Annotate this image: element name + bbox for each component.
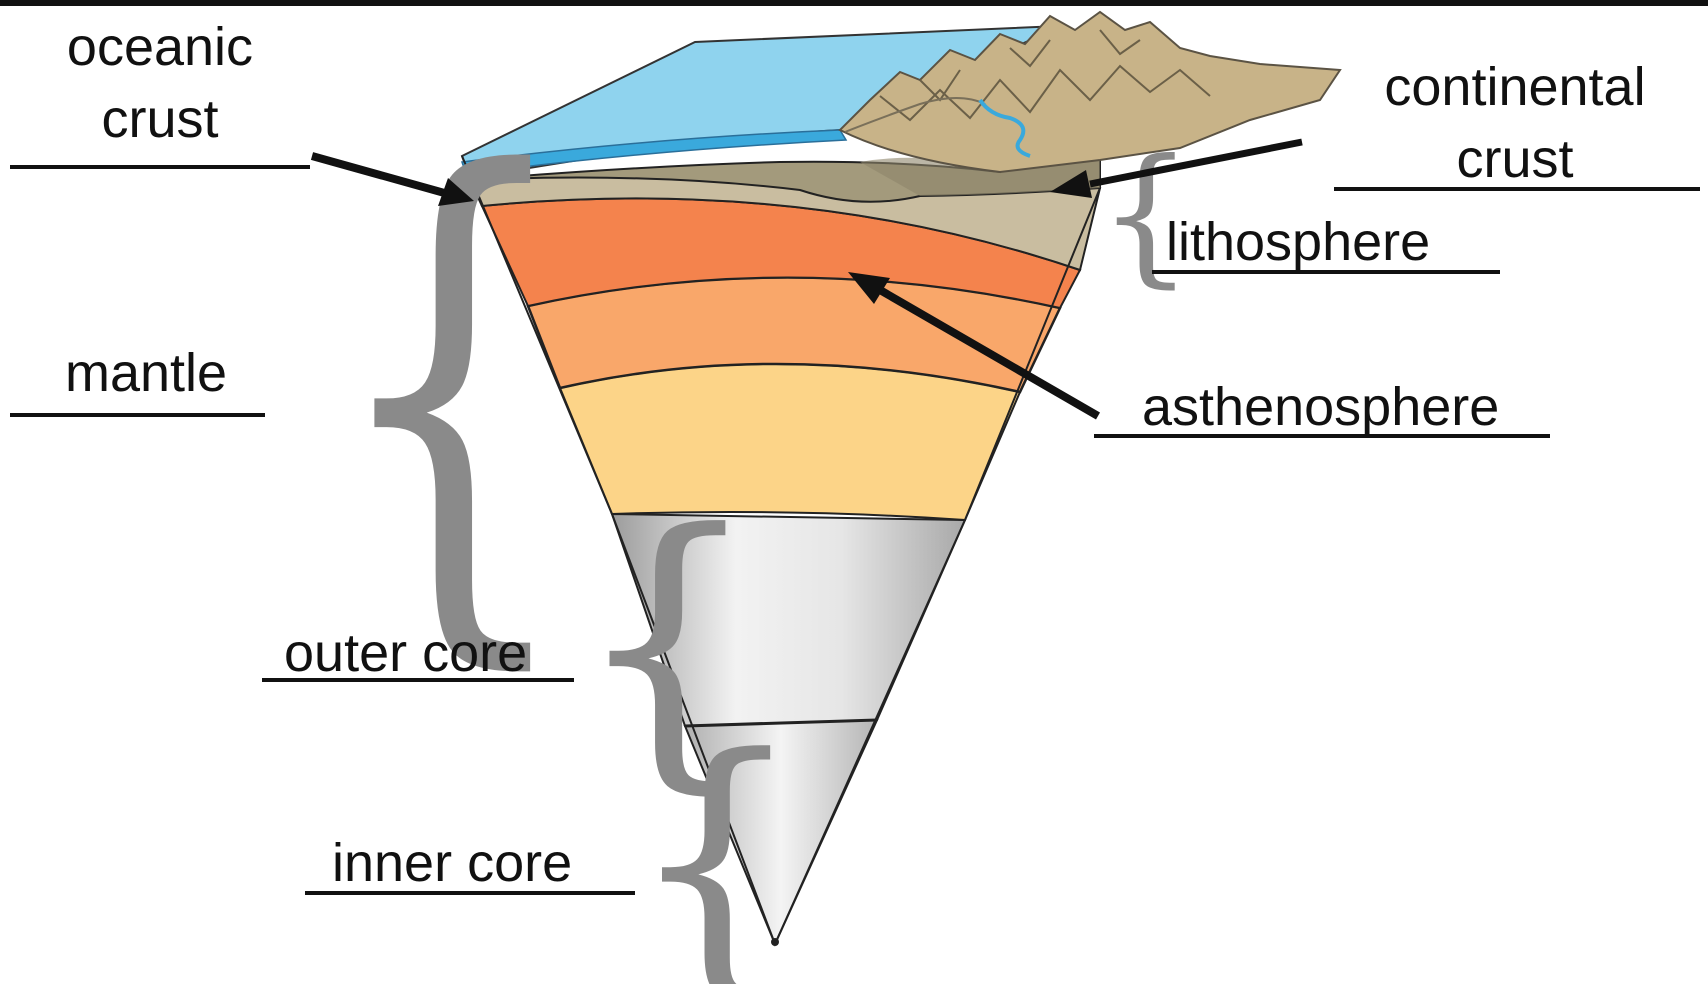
outer-core-label: outer core: [284, 626, 527, 680]
lithosphere-underline: [1152, 270, 1500, 274]
asthenosphere-underline: [1094, 434, 1550, 438]
mantle-brace: {: [324, 61, 581, 713]
oceanic-crust-label-line2: crust: [20, 92, 300, 146]
inner-core-label: inner core: [332, 836, 572, 890]
continental-crust-underline: [1334, 187, 1700, 191]
outer-core-underline: [262, 678, 574, 682]
lithosphere-label: lithosphere: [1166, 215, 1430, 269]
mantle-underline: [10, 413, 265, 417]
continental-crust-label-line1: continental: [1340, 60, 1690, 114]
oceanic-crust-label-line1: oceanic: [20, 20, 300, 74]
oceanic-crust-underline: [10, 165, 310, 169]
continental-crust-label-line2: crust: [1340, 132, 1690, 186]
inner-core-brace: {: [627, 699, 805, 984]
inner-core-underline: [305, 891, 635, 895]
mantle-label: mantle: [65, 346, 227, 400]
asthenosphere-label: asthenosphere: [1142, 380, 1499, 434]
